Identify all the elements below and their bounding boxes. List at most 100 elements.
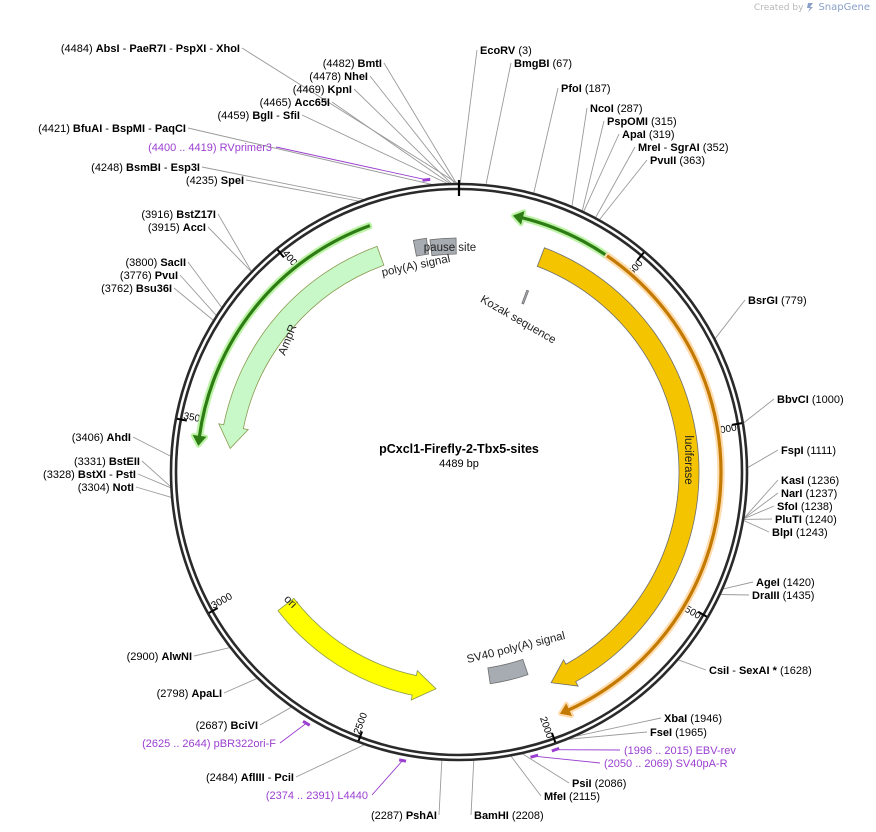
- enzyme-bsmbi[interactable]: (4248) BsmBI - Esp3I: [91, 162, 200, 174]
- plasmid-center-label: pCxcl1-Firefly-2-Tbx5-sites 4489 bp: [379, 442, 539, 470]
- enzyme-position: (3): [515, 45, 532, 57]
- feature-pausesite[interactable]: [429, 237, 457, 257]
- feature-kozak[interactable]: [521, 289, 530, 305]
- enzyme-name: AflIII: [241, 772, 265, 784]
- enzyme-bfuai[interactable]: (4421) BfuAI - BspMI - PaqCI: [38, 123, 186, 135]
- enzyme-name: BciVI: [230, 720, 258, 732]
- primer-rvprimer3[interactable]: (4400 .. 4419) RVprimer3: [148, 142, 431, 182]
- enzyme-kpni[interactable]: (4469) KpnI: [293, 84, 352, 96]
- leader-line-xbai: [576, 717, 662, 737]
- leader-line-ahdi: [132, 436, 171, 457]
- enzyme-noti[interactable]: (3304) NotI: [78, 482, 134, 494]
- enzyme-sfoi[interactable]: SfoI (1238): [777, 501, 833, 513]
- enzyme-name: NcoI: [590, 103, 614, 115]
- enzyme-csii[interactable]: CsiI - SexAI * (1628): [709, 665, 812, 677]
- enzyme-label-bsrgi: BsrGI (779): [748, 295, 807, 307]
- leader-line-bsu36i: [173, 287, 214, 321]
- feature-ori[interactable]: [277, 597, 437, 701]
- enzyme-label-bsmbi: (4248) BsmBI - Esp3I: [91, 162, 200, 174]
- tick-mark-2000: [551, 732, 557, 743]
- enzyme-label-nari: NarI (1237): [781, 488, 837, 500]
- enzyme-psii[interactable]: PsiI (2086): [572, 778, 626, 790]
- enzyme-mfei[interactable]: MfeI (2115): [544, 791, 600, 803]
- primer-name: SV40pA-R: [676, 758, 728, 770]
- enzyme-pspomi[interactable]: PspOMI (315): [607, 116, 677, 128]
- feature-ampr[interactable]: [218, 245, 385, 450]
- enzyme-fspi[interactable]: FspI (1111): [781, 445, 836, 457]
- enzyme-fsei[interactable]: FseI (1965): [650, 727, 707, 739]
- feature-sv40polya[interactable]: [487, 658, 529, 685]
- enzyme-acci[interactable]: (3915) AccI: [148, 222, 206, 234]
- enzyme-label-acc65i: (4465) Acc65I: [260, 97, 330, 109]
- enzyme-apai[interactable]: ApaI (319): [622, 129, 675, 141]
- enzyme-bstz17i[interactable]: (3916) BstZ17I: [141, 209, 216, 221]
- leader-line-blpi: [743, 520, 770, 533]
- enzyme-mrei[interactable]: MreI - SgrAI (352): [638, 142, 729, 154]
- enzyme-kasi[interactable]: KasI (1236): [781, 475, 839, 487]
- enzyme-name: SfoI: [777, 501, 798, 513]
- enzyme-xbai[interactable]: XbaI (1946): [664, 713, 722, 725]
- enzyme-label-bsu36i: (3762) Bsu36I: [101, 283, 172, 295]
- enzyme-pluti[interactable]: PluTI (1240): [775, 514, 837, 526]
- enzyme-name: BsrGI: [748, 295, 778, 307]
- enzyme-position: (4482): [323, 58, 358, 70]
- primer-ebv-rev[interactable]: (1996 .. 2015) EBV-rev: [551, 745, 737, 757]
- enzyme-name: PaeR7I: [129, 43, 166, 55]
- enzyme-afliii[interactable]: (2484) AflIII - PciI: [206, 772, 294, 784]
- enzyme-acc65i[interactable]: (4465) Acc65I: [260, 97, 330, 109]
- enzyme-bsteii[interactable]: (3331) BstEII: [74, 456, 140, 468]
- leader-line-bsteii: [141, 460, 171, 487]
- enzyme-bmgbi[interactable]: BmgBI (67): [514, 58, 572, 70]
- enzyme-position: (3331): [74, 456, 109, 468]
- enzyme-bstxi[interactable]: (3328) BstXI - PstI: [43, 469, 136, 481]
- enzyme-blpi[interactable]: BlpI (1243): [772, 527, 828, 539]
- enzyme-bsu36i[interactable]: (3762) Bsu36I: [101, 283, 172, 295]
- enzyme-sacii[interactable]: (3800) SacII: [125, 257, 186, 269]
- enzyme-position: (363): [676, 155, 705, 167]
- leader-line-bbvci: [743, 398, 775, 424]
- enzyme-alwni[interactable]: (2900) AlwNI: [127, 651, 192, 663]
- enzyme-bcivi[interactable]: (2687) BciVI: [196, 720, 258, 732]
- enzyme-draiii[interactable]: DraIII (1435): [752, 590, 814, 602]
- enzyme-name: BspMI: [112, 123, 145, 135]
- tick-mark-1500: [697, 610, 708, 618]
- enzyme-absi[interactable]: (4484) AbsI - PaeR7I - PspXI - XhoI: [61, 43, 240, 55]
- enzyme-name: BstEII: [109, 456, 140, 468]
- enzyme-bgli[interactable]: (4459) BglI - SfiI: [217, 110, 300, 122]
- enzyme-nhei[interactable]: (4478) NheI: [309, 71, 368, 83]
- enzyme-bmti[interactable]: (4482) BmtI: [323, 58, 382, 70]
- enzyme-position: (1628): [777, 665, 812, 677]
- enzyme-pvuii[interactable]: PvuII (363): [650, 155, 705, 167]
- enzyme-name: XbaI: [664, 713, 687, 725]
- enzyme-ecorv[interactable]: EcoRV (3): [480, 45, 532, 57]
- enzyme-bsrgi[interactable]: BsrGI (779): [748, 295, 807, 307]
- tick-label-2500: 2500: [352, 711, 370, 736]
- enzyme-label-pshai: (2287) PshAI: [371, 810, 437, 822]
- enzyme-spei[interactable]: (4235) SpeI: [186, 175, 244, 187]
- enzyme-position: (3915): [148, 222, 183, 234]
- enzyme-ahdi[interactable]: (3406) AhdI: [72, 432, 131, 444]
- primer-pbr322ori-f[interactable]: (2625 .. 2644) pBR322ori-F: [142, 719, 311, 750]
- enzyme-position: (3800): [125, 257, 160, 269]
- primer-l4440[interactable]: (2374 .. 2391) L4440: [266, 758, 407, 802]
- feature-luciferase[interactable]: [536, 247, 700, 687]
- enzyme-position: (4421): [38, 123, 73, 135]
- enzyme-ncoi[interactable]: NcoI (287): [590, 103, 643, 115]
- enzyme-nari[interactable]: NarI (1237): [781, 488, 837, 500]
- enzyme-bbvci[interactable]: BbvCI (1000): [777, 394, 844, 406]
- enzyme-label-bmgbi: BmgBI (67): [514, 58, 572, 70]
- enzyme-bamhi[interactable]: BamHI (2208): [474, 810, 544, 822]
- enzyme-agei[interactable]: AgeI (1420): [756, 577, 815, 589]
- enzyme-pshai[interactable]: (2287) PshAI: [371, 810, 437, 822]
- enzyme-separator: -: [161, 162, 171, 174]
- enzyme-separator: -: [206, 43, 216, 55]
- enzyme-separator: -: [106, 469, 116, 481]
- enzyme-labels: (4484) AbsI - PaeR7I - PspXI - XhoI (4482…: [38, 43, 844, 822]
- enzyme-position: (779): [778, 295, 807, 307]
- enzyme-pvui[interactable]: (3776) PvuI: [120, 270, 178, 282]
- enzyme-pfoi[interactable]: PfoI (187): [561, 83, 611, 95]
- enzyme-name: FspI: [781, 445, 804, 457]
- enzyme-apali[interactable]: (2798) ApaLI: [157, 688, 222, 700]
- primer-sv40pa-r[interactable]: (2050 .. 2069) SV40pA-R: [530, 753, 728, 770]
- feature-polya[interactable]: [412, 237, 430, 257]
